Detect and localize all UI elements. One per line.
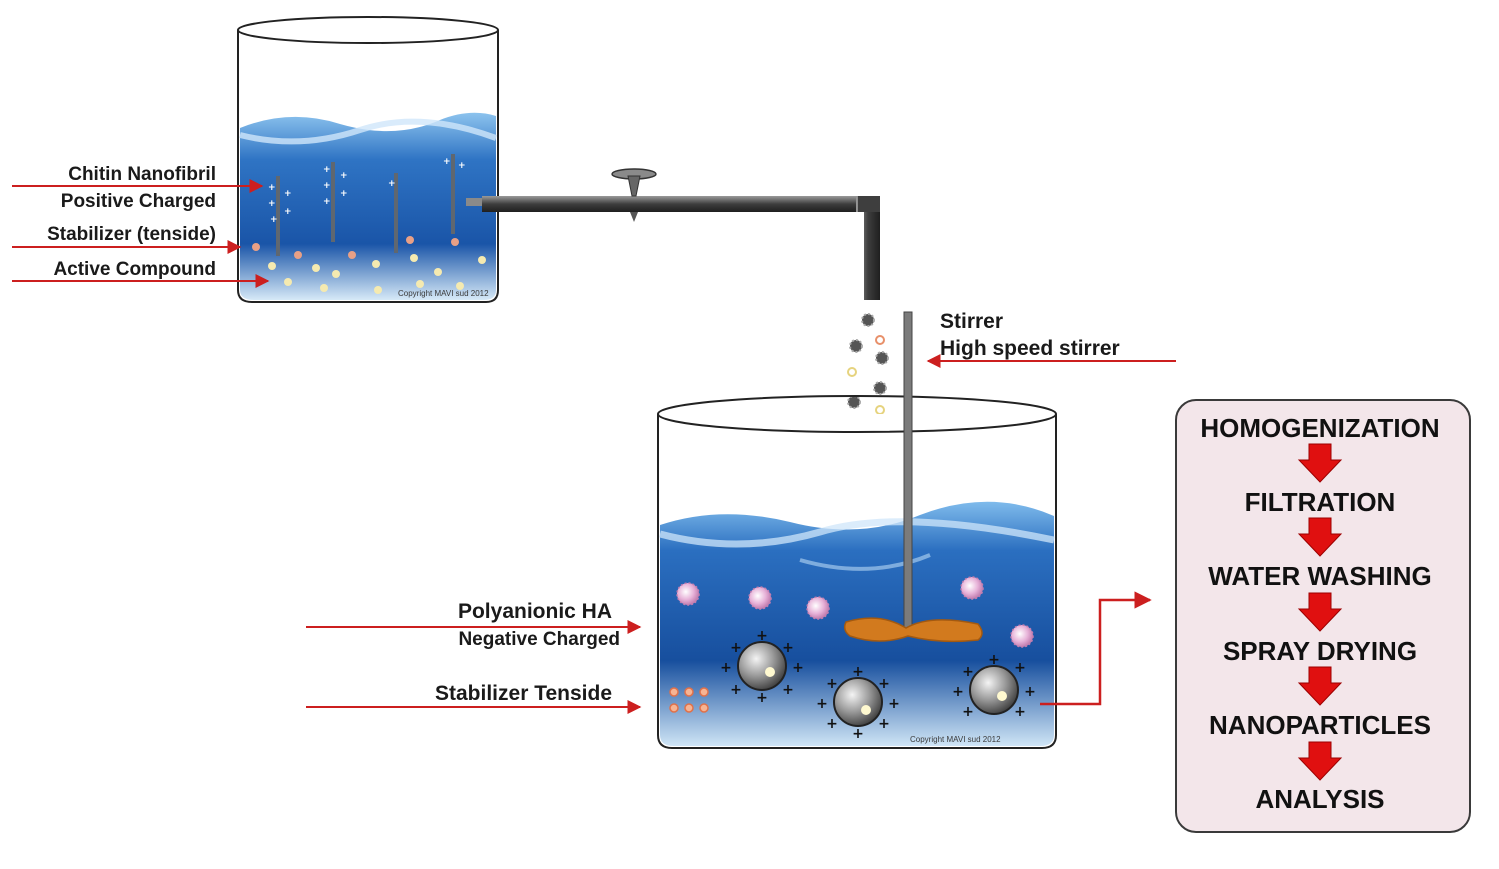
tenside-particles: [669, 687, 709, 713]
process-steps: HOMOGENIZATION FILTRATION WATER WASHING …: [1200, 413, 1439, 814]
svg-text:+: +: [730, 640, 742, 656]
svg-text:+: +: [388, 179, 396, 189]
label-polyanionic-ha: Polyanionic HA: [458, 600, 612, 623]
svg-text:+: +: [756, 690, 768, 706]
svg-text:+: +: [792, 660, 804, 676]
svg-text:+: +: [323, 165, 331, 175]
svg-text:+: +: [270, 215, 278, 225]
step-arrows: [1297, 443, 1343, 781]
svg-text:+: +: [852, 726, 864, 742]
step-arrow-icon: [1297, 517, 1343, 557]
step-arrow-icon: [1297, 741, 1343, 781]
svg-text:+: +: [458, 161, 466, 171]
main-arrows: [306, 620, 642, 714]
svg-text:+: +: [826, 676, 838, 692]
step-arrow-icon: [1297, 666, 1343, 706]
svg-text:+: +: [952, 684, 964, 700]
svg-text:+: +: [826, 716, 838, 732]
label-stabilizer-tenside: Stabilizer (tenside): [47, 224, 216, 245]
left-copyright: Copyright MAVI sud 2012: [398, 289, 489, 298]
label-active-compound: Active Compound: [53, 259, 216, 280]
label-high-speed-stirrer: High speed stirrer: [940, 337, 1120, 360]
svg-text:+: +: [323, 181, 331, 191]
step-arrow-icon: [1297, 592, 1343, 632]
label-positive-charged: Positive Charged: [61, 191, 216, 212]
step-analysis: ANALYSIS: [1255, 784, 1384, 814]
svg-text:+: +: [1014, 704, 1026, 720]
stirrer-icon: [843, 311, 983, 643]
main-copyright: Copyright MAVI sud 2012: [910, 735, 1001, 744]
output-arrow: [1040, 591, 1152, 706]
step-filtration: FILTRATION: [1245, 487, 1396, 517]
svg-text:+: +: [962, 704, 974, 720]
svg-text:+: +: [720, 660, 732, 676]
transfer-pipe: [466, 196, 880, 300]
svg-text:+: +: [816, 696, 828, 712]
svg-text:+: +: [443, 157, 451, 167]
label-stabilizer-tenside-main: Stabilizer Tenside: [435, 682, 612, 705]
label-stirrer: Stirrer: [940, 310, 1003, 333]
left-arrows: [12, 179, 270, 288]
svg-text:+: +: [268, 199, 276, 209]
left-beaker: [237, 16, 499, 303]
nanoparticles: + + + + + + + + + + + + + + + + + + + + + + +: [720, 628, 1036, 742]
svg-text:+: +: [888, 696, 900, 712]
step-spray-drying: SPRAY DRYING: [1223, 636, 1417, 666]
label-chitin-nanofibril: Chitin Nanofibril: [68, 164, 216, 185]
svg-text:+: +: [878, 676, 890, 692]
step-water-washing: WATER WASHING: [1208, 561, 1431, 591]
left-labels: Chitin Nanofibril Positive Charged Stabi…: [47, 164, 216, 280]
step-arrow-icon: [1297, 443, 1343, 483]
left-particles: [252, 236, 486, 294]
svg-text:+: +: [284, 189, 292, 199]
svg-text:+: +: [878, 716, 890, 732]
svg-text:+: +: [730, 682, 742, 698]
svg-text:+: +: [284, 207, 292, 217]
svg-text:+: +: [1014, 660, 1026, 676]
svg-text:+: +: [988, 652, 1000, 668]
step-homogenization: HOMOGENIZATION: [1200, 413, 1439, 443]
svg-text:+: +: [962, 664, 974, 680]
svg-text:+: +: [782, 640, 794, 656]
svg-text:+: +: [782, 682, 794, 698]
svg-text:+: +: [323, 197, 331, 207]
svg-text:+: +: [268, 183, 276, 193]
step-nanoparticles: NANOPARTICLES: [1209, 710, 1431, 740]
valve-icon: [611, 168, 657, 222]
svg-text:+: +: [756, 628, 768, 644]
svg-text:+: +: [340, 189, 348, 199]
svg-text:+: +: [340, 171, 348, 181]
svg-text:+: +: [1024, 684, 1036, 700]
chitin-fibrils: + + + + + + + + + + + + +: [268, 154, 466, 256]
svg-text:+: +: [852, 664, 864, 680]
pink-particles: [676, 576, 1034, 648]
label-negative-charged: Negative Charged: [458, 629, 620, 650]
